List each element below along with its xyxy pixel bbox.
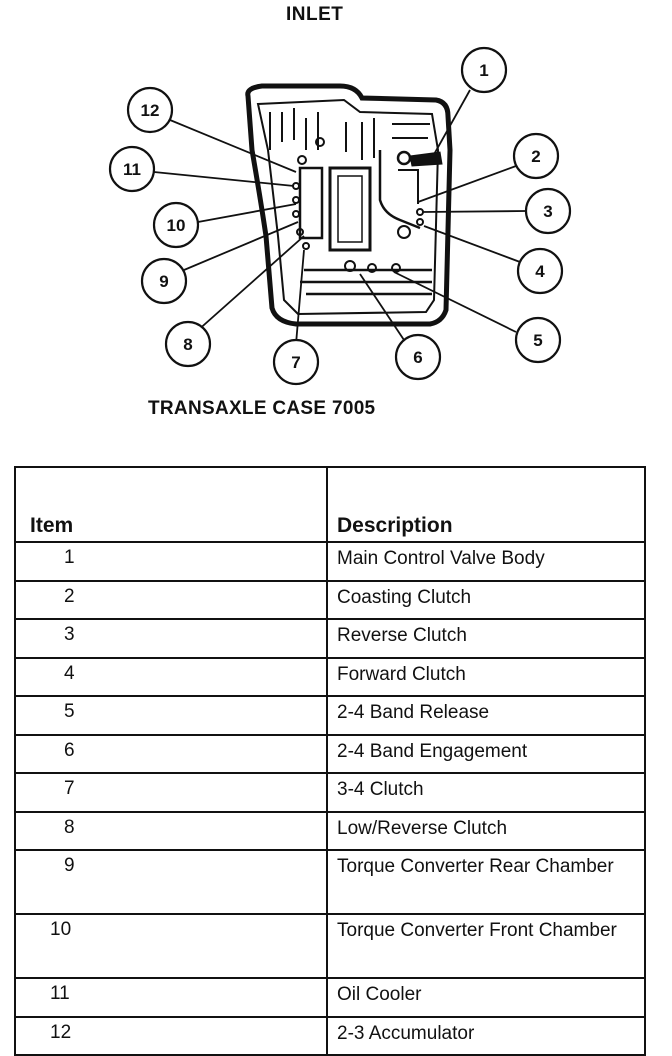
table-header-row: Item Description xyxy=(14,466,646,543)
callout-9: 9 xyxy=(140,257,188,305)
callout-label-6: 6 xyxy=(413,348,422,367)
callout-label-12: 12 xyxy=(141,101,160,120)
item-description: Oil Cooler xyxy=(326,977,646,1018)
callout-label-11: 11 xyxy=(123,160,141,179)
item-number: 6 xyxy=(14,733,328,774)
item-description: Reverse Clutch xyxy=(326,618,646,659)
item-number: 2 xyxy=(14,579,328,620)
item-number: 11 xyxy=(14,977,328,1018)
transaxle-case-drawing xyxy=(245,83,453,327)
callout-label-5: 5 xyxy=(533,331,542,350)
callout-5: 5 xyxy=(514,316,562,364)
item-number: 3 xyxy=(14,618,328,659)
item-description: Torque Converter Front Chamber xyxy=(326,913,646,979)
item-description: Low/Reverse Clutch xyxy=(326,810,646,851)
leader-lines xyxy=(153,89,527,345)
callout-8: 8 xyxy=(164,320,212,368)
callout-11: 11 xyxy=(108,145,156,193)
callout-10: 10 xyxy=(152,201,200,249)
callout-label-2: 2 xyxy=(531,147,540,166)
item-number: 5 xyxy=(14,695,328,736)
item-number: 7 xyxy=(14,772,328,813)
item-description: Main Control Valve Body xyxy=(326,541,646,582)
diagram-drawing: 1 2 3 4 5 6 7 8 9 10 11 12 xyxy=(108,46,572,386)
item-description: 2-4 Band Release xyxy=(326,695,646,736)
callout-1: 1 xyxy=(460,46,508,94)
callout-label-3: 3 xyxy=(543,202,552,221)
transaxle-diagram: 1 2 3 4 5 6 7 8 9 10 11 12 INLET TRANSAX… xyxy=(0,0,672,440)
item-number: 9 xyxy=(14,849,328,915)
item-number: 12 xyxy=(14,1015,328,1056)
callout-7: 7 xyxy=(272,338,320,386)
item-number: 10 xyxy=(14,913,328,979)
transaxle-case-label: TRANSAXLE CASE 7005 xyxy=(148,398,376,419)
item-number: 1 xyxy=(14,541,328,582)
item-description: Torque Converter Rear Chamber xyxy=(326,849,646,915)
description-column-header: Description xyxy=(326,466,646,543)
item-description: 3-4 Clutch xyxy=(326,772,646,813)
callout-label-7: 7 xyxy=(291,353,300,372)
callout-6: 6 xyxy=(394,333,442,381)
callout-label-10: 10 xyxy=(167,216,186,235)
callout-12: 12 xyxy=(126,86,174,134)
callout-label-9: 9 xyxy=(159,272,168,291)
item-description: Forward Clutch xyxy=(326,656,646,697)
item-description: Coasting Clutch xyxy=(326,579,646,620)
callout-label-1: 1 xyxy=(479,61,488,80)
item-number: 8 xyxy=(14,810,328,851)
callout-2: 2 xyxy=(512,132,560,180)
callout-label-8: 8 xyxy=(183,335,192,354)
item-column-header: Item xyxy=(14,466,328,543)
callout-3: 3 xyxy=(524,187,572,235)
item-description: 2-3 Accumulator xyxy=(326,1015,646,1056)
callout-label-4: 4 xyxy=(535,262,545,281)
item-number: 4 xyxy=(14,656,328,697)
callout-4: 4 xyxy=(516,247,564,295)
item-description: 2-4 Band Engagement xyxy=(326,733,646,774)
inlet-label: INLET xyxy=(286,4,344,25)
